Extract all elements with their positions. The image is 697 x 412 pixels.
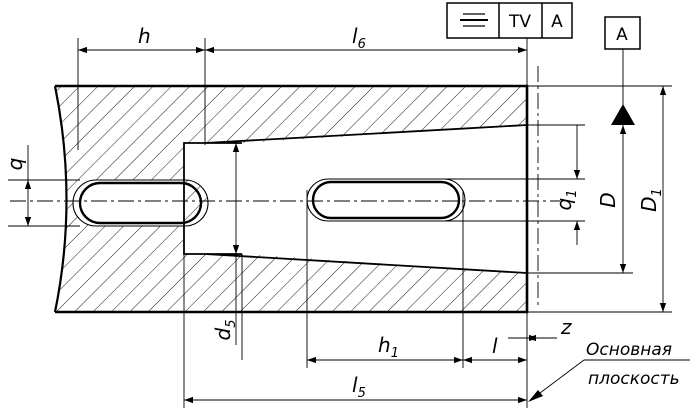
dimension-labels: h l6 h1 l5 l z q d5 q1 D D1	[3, 24, 665, 401]
label-h1: h1	[378, 333, 399, 361]
label-d5: d5	[211, 320, 239, 341]
tolerance-datum: A	[551, 12, 563, 32]
note-line-2: плоскость	[588, 369, 680, 389]
part-outline	[55, 84, 529, 314]
label-l6: l6	[352, 24, 366, 52]
label-D: D	[596, 192, 620, 207]
datum-label: A	[616, 25, 628, 45]
right-slot-inner	[311, 180, 461, 220]
part-section	[53, 84, 529, 314]
tolerance-frame: TV A	[446, 2, 573, 39]
label-z: z	[560, 315, 572, 339]
symmetry-icon	[460, 13, 488, 27]
center-lines	[10, 66, 560, 308]
note-leader-arrowhead	[528, 390, 543, 402]
tolerance-value: TV	[508, 12, 531, 32]
dimension-lines	[24, 46, 690, 404]
part-wavy-break-edge	[53, 85, 68, 313]
base-plane-note: Основная плоскость	[586, 340, 680, 389]
label-D1: D1	[637, 188, 665, 212]
datum-box: A	[604, 16, 641, 50]
note-line-1: Основная	[586, 340, 672, 360]
note-leader	[539, 359, 585, 394]
label-q: q	[3, 158, 27, 171]
left-slot-outer	[72, 179, 209, 227]
left-slot-inner	[78, 181, 203, 225]
label-l: l	[492, 334, 498, 358]
datum-triangle	[611, 104, 635, 125]
label-l5: l5	[352, 373, 366, 401]
right-slot-outer	[306, 178, 466, 222]
bore-cavity-outline	[183, 124, 528, 274]
label-h: h	[138, 24, 151, 48]
hatched-material	[55, 86, 527, 312]
label-q1: q1	[552, 190, 580, 211]
extension-lines	[8, 38, 672, 408]
